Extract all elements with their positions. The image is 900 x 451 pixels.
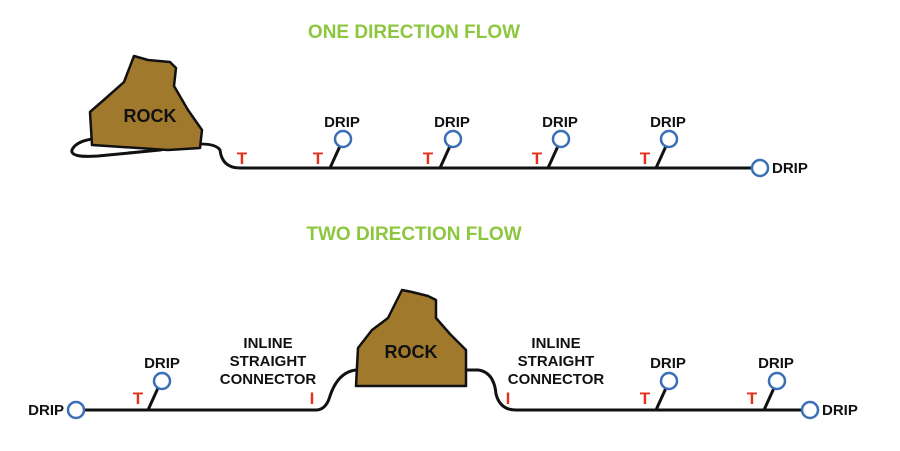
drip-emitter-icon	[800, 400, 820, 420]
drip-emitter-icon	[750, 158, 770, 178]
tee-marker: T	[640, 389, 651, 408]
drip-label: DRIP	[542, 114, 578, 131]
one-direction-rock-label: ROCK	[124, 106, 177, 126]
drip-emitter-icon	[767, 371, 787, 391]
left-inline-connector: INLINE STRAIGHT CONNECTOR I	[220, 335, 317, 408]
drip-feeder-line	[654, 386, 668, 412]
tee-marker: T	[747, 389, 758, 408]
drip-label: DRIP	[434, 114, 470, 131]
one-direction-drip-branch: DRIP T	[423, 114, 470, 170]
drip-feeder-line	[546, 144, 560, 170]
drip-emitter-icon	[152, 371, 172, 391]
drip-feeder-line	[762, 386, 776, 412]
right-inline-connector: INLINE STRAIGHT CONNECTOR I	[506, 335, 605, 408]
one-direction-drip-branch: DRIP T	[640, 114, 686, 170]
two-direction-rock-label: ROCK	[385, 342, 438, 362]
one-direction-end-drip: DRIP	[750, 158, 808, 178]
connector-label-line: INLINE	[243, 335, 292, 352]
drip-label: DRIP	[28, 402, 64, 419]
drip-label: DRIP	[650, 355, 686, 372]
connector-label-line: STRAIGHT	[518, 353, 595, 370]
one-direction-rock	[88, 54, 204, 152]
two-direction-main-pipe	[78, 368, 804, 412]
drip-label: DRIP	[758, 355, 794, 372]
drip-emitter-icon	[443, 129, 463, 149]
drip-emitter-icon	[333, 129, 353, 149]
drip-emitter-icon	[659, 371, 679, 391]
tee-marker: T	[640, 149, 651, 168]
drip-feeder-line	[654, 144, 668, 170]
two-direction-left-end-drip: DRIP	[28, 400, 86, 420]
drip-feeder-line	[146, 386, 160, 412]
drip-emitter-icon	[66, 400, 86, 420]
two-direction-drip-branch: DRIP T	[747, 355, 794, 412]
drip-feeder-line	[438, 144, 452, 170]
drip-label: DRIP	[772, 160, 808, 177]
drip-emitter-icon	[659, 129, 679, 149]
drip-label: DRIP	[324, 114, 360, 131]
one-direction-title: ONE DIRECTION FLOW	[308, 22, 520, 43]
one-direction-section: ONE DIRECTION FLOW ROCK T DRIP T DRIP T …	[70, 22, 808, 178]
tee-marker: T	[313, 149, 324, 168]
connector-label-line: INLINE	[531, 335, 580, 352]
tee-marker: T	[423, 149, 434, 168]
drip-label: DRIP	[650, 114, 686, 131]
two-direction-drip-branch: DRIP T	[640, 355, 686, 412]
drip-label: DRIP	[822, 402, 858, 419]
tee-marker: T	[532, 149, 543, 168]
two-direction-drip-branch: DRIP T	[133, 355, 180, 412]
connector-label-line: CONNECTOR	[508, 371, 605, 388]
one-direction-tee-marker: T	[237, 149, 248, 168]
drip-label: DRIP	[144, 355, 180, 372]
one-direction-drip-branch: DRIP T	[532, 114, 578, 170]
inline-marker: I	[506, 389, 511, 408]
one-direction-drip-branch: DRIP T	[313, 114, 360, 170]
drip-feeder-line	[328, 144, 342, 170]
two-direction-rock	[354, 288, 468, 388]
drip-emitter-icon	[551, 129, 571, 149]
connector-label-line: CONNECTOR	[220, 371, 317, 388]
inline-marker: I	[310, 389, 315, 408]
connector-label-line: STRAIGHT	[230, 353, 307, 370]
tee-marker: T	[133, 389, 144, 408]
two-direction-section: TWO DIRECTION FLOW ROCK DRIP DRIP T INLI…	[28, 224, 858, 420]
two-direction-right-end-drip: DRIP	[800, 400, 858, 420]
two-direction-title: TWO DIRECTION FLOW	[306, 224, 521, 245]
